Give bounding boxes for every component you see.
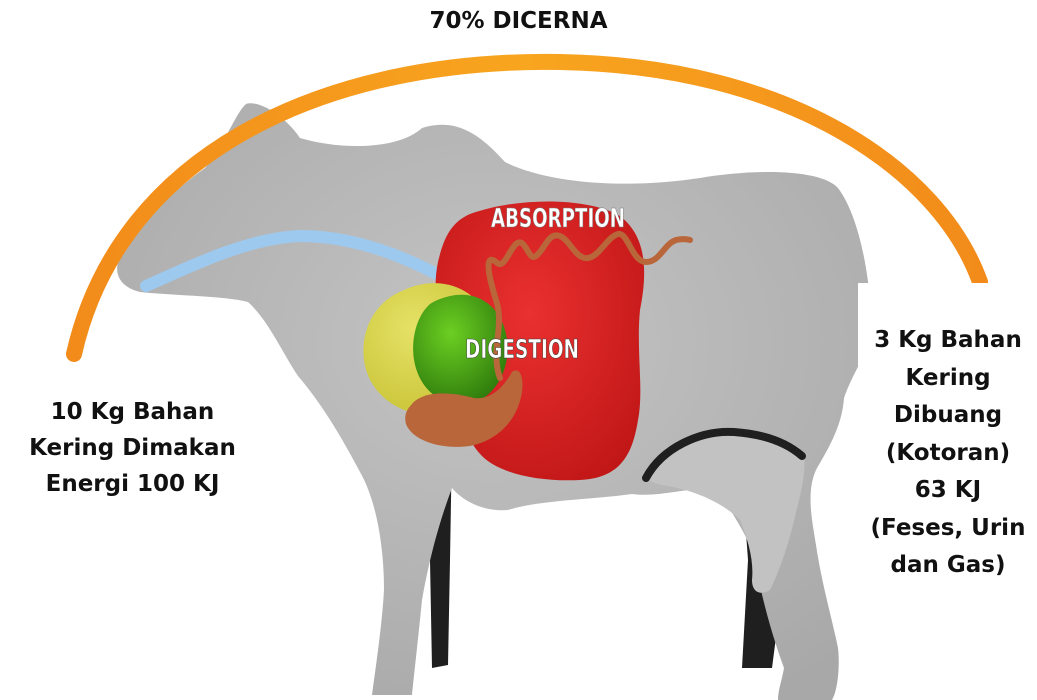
output-label-line: (Kotoran) bbox=[862, 435, 1034, 473]
input-label-line: 10 Kg Bahan bbox=[20, 394, 245, 430]
input-label: 10 Kg Bahan Kering Dimakan Energi 100 KJ bbox=[20, 394, 245, 502]
output-label-line: 3 Kg Bahan bbox=[862, 322, 1034, 360]
absorption-label: ABSORPTION bbox=[491, 204, 625, 234]
input-label-line: Kering Dimakan bbox=[20, 430, 245, 466]
output-label-line: (Feses, Urin bbox=[862, 510, 1034, 548]
digestion-label: DIGESTION bbox=[465, 335, 579, 365]
output-label-line: Kering bbox=[862, 360, 1034, 398]
input-label-line: Energi 100 KJ bbox=[20, 466, 245, 502]
digestibility-title: 70% DICERNA bbox=[0, 8, 1037, 34]
output-label-line: Dibuang bbox=[862, 397, 1034, 435]
output-label: 3 Kg Bahan Kering Dibuang (Kotoran) 63 K… bbox=[862, 322, 1034, 585]
output-label-line: 63 KJ bbox=[862, 472, 1034, 510]
output-label-line: dan Gas) bbox=[862, 547, 1034, 585]
